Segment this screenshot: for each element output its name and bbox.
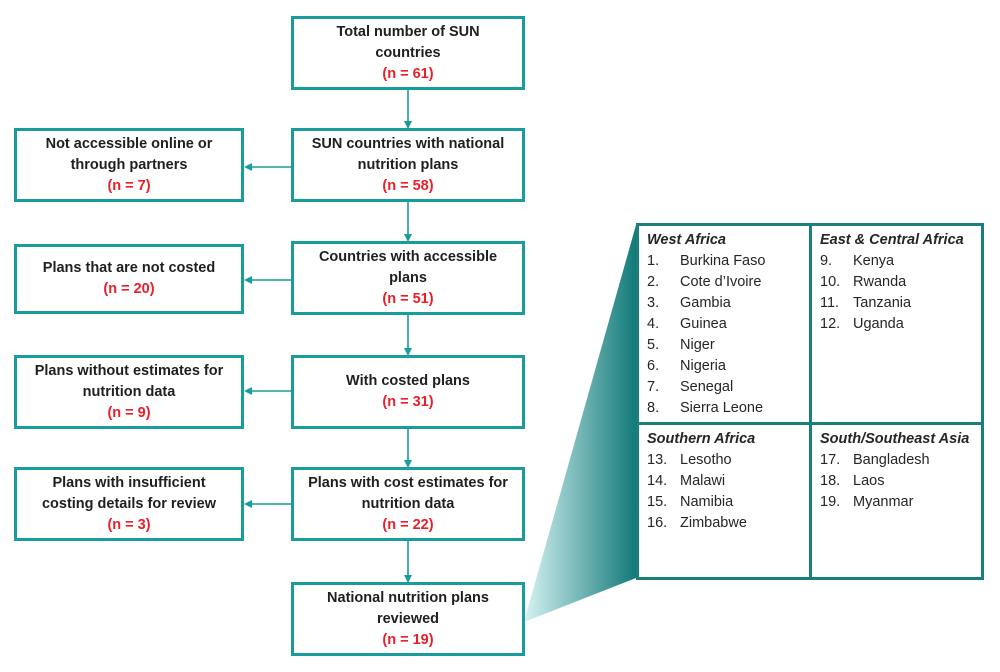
not-accessible-box: Not accessible online or through partner… bbox=[14, 128, 244, 202]
country-item: 1.Burkina Faso bbox=[647, 253, 766, 269]
box-label-line: nutrition data bbox=[82, 383, 176, 400]
box-count: (n = 7) bbox=[107, 177, 151, 194]
box-label-line: Countries with accessible bbox=[318, 248, 498, 265]
box-count: (n = 58) bbox=[382, 177, 434, 194]
region-south-southeast-asia: South/Southeast Asia 17.Bangladesh 18.La… bbox=[812, 425, 984, 577]
country-item: 18.Laos bbox=[820, 473, 885, 489]
country-item: 9.Kenya bbox=[820, 253, 895, 269]
country-item: 12.Uganda bbox=[820, 316, 904, 332]
country-item: 3.Gambia bbox=[647, 295, 731, 311]
box-label-line: Plans with cost estimates for bbox=[308, 474, 508, 491]
country-item: 2.Cote d’Ivoire bbox=[647, 274, 762, 290]
insufficient-details-box: Plans with insufficient costing details … bbox=[14, 467, 244, 541]
country-item: 7.Senegal bbox=[647, 379, 734, 395]
plans-reviewed-box: National nutrition plans reviewed (n = 1… bbox=[291, 582, 525, 656]
box-label-line: Plans without estimates for bbox=[34, 362, 224, 379]
box-count: (n = 61) bbox=[382, 65, 434, 82]
costed-plans-box: With costed plans (n = 31) bbox=[291, 355, 525, 429]
country-item: 5.Niger bbox=[647, 337, 715, 353]
box-count: (n = 3) bbox=[107, 516, 151, 533]
box-label-line: through partners bbox=[70, 156, 188, 173]
box-count: (n = 22) bbox=[382, 516, 434, 533]
box-label-line: costing details for review bbox=[41, 495, 217, 512]
country-item: 6.Nigeria bbox=[647, 358, 726, 374]
box-count: (n = 51) bbox=[382, 290, 434, 307]
box-count: (n = 19) bbox=[382, 631, 434, 648]
country-item: 8.Sierra Leone bbox=[647, 400, 764, 416]
region-title: West Africa bbox=[647, 232, 726, 248]
country-item: 4.Guinea bbox=[647, 316, 727, 332]
country-list: 13.Lesotho 14.Malawi 15.Namibia 16.Zimba… bbox=[647, 450, 809, 534]
box-label-line: nutrition plans bbox=[357, 156, 459, 173]
cost-estimates-box: Plans with cost estimates for nutrition … bbox=[291, 467, 525, 541]
box-label-line: plans bbox=[389, 269, 427, 286]
grid-divider-horizontal bbox=[639, 422, 981, 425]
no-nutrition-estimates-box: Plans without estimates for nutrition da… bbox=[14, 355, 244, 429]
country-list: 1.Burkina Faso 2.Cote d’Ivoire 3.Gambia … bbox=[647, 251, 809, 419]
box-label-line: Not accessible online or bbox=[45, 135, 213, 152]
country-item: 14.Malawi bbox=[647, 473, 726, 489]
accessible-plans-box: Countries with accessible plans (n = 51) bbox=[291, 241, 525, 315]
box-label-line: countries bbox=[375, 44, 441, 61]
country-item: 11.Tanzania bbox=[820, 295, 912, 311]
country-item: 10.Rwanda bbox=[820, 274, 907, 290]
country-list: 9.Kenya 10.Rwanda 11.Tanzania 12.Uganda bbox=[820, 251, 984, 335]
box-label-line: SUN countries with national bbox=[311, 135, 505, 152]
box-count: (n = 9) bbox=[107, 404, 151, 421]
region-title: South/Southeast Asia bbox=[820, 431, 970, 447]
region-west-africa: West Africa 1.Burkina Faso 2.Cote d’Ivoi… bbox=[639, 226, 809, 422]
fan-connector bbox=[524, 225, 636, 622]
national-plans-box: SUN countries with national nutrition pl… bbox=[291, 128, 525, 202]
region-title: Southern Africa bbox=[647, 431, 756, 447]
box-label-line: National nutrition plans bbox=[327, 589, 489, 606]
box-label-line: Plans that are not costed bbox=[42, 260, 216, 276]
region-country-grid: West Africa 1.Burkina Faso 2.Cote d’Ivoi… bbox=[636, 223, 984, 580]
total-sun-countries-box: Total number of SUN countries (n = 61) bbox=[291, 16, 525, 90]
box-label-line: nutrition data bbox=[361, 495, 455, 512]
country-item: 15.Namibia bbox=[647, 494, 734, 510]
region-southern-africa: Southern Africa 13.Lesotho 14.Malawi 15.… bbox=[639, 425, 809, 577]
country-list: 17.Bangladesh 18.Laos 19.Myanmar bbox=[820, 450, 984, 513]
box-label-line: reviewed bbox=[376, 610, 440, 627]
country-item: 13.Lesotho bbox=[647, 452, 732, 468]
region-east-central-africa: East & Central Africa 9.Kenya 10.Rwanda … bbox=[812, 226, 984, 422]
box-label-line: Plans with insufficient bbox=[52, 474, 206, 491]
region-title: East & Central Africa bbox=[820, 232, 964, 248]
country-item: 19.Myanmar bbox=[820, 494, 914, 510]
box-count: (n = 20) bbox=[103, 281, 155, 297]
country-item: 17.Bangladesh bbox=[820, 452, 930, 468]
box-label-line: With costed plans bbox=[346, 373, 470, 389]
not-costed-box: Plans that are not costed (n = 20) bbox=[14, 244, 244, 314]
country-item: 16.Zimbabwe bbox=[647, 515, 747, 531]
box-label-line: Total number of SUN bbox=[336, 23, 480, 40]
box-count: (n = 31) bbox=[382, 394, 434, 410]
grid-divider-vertical bbox=[809, 226, 812, 577]
